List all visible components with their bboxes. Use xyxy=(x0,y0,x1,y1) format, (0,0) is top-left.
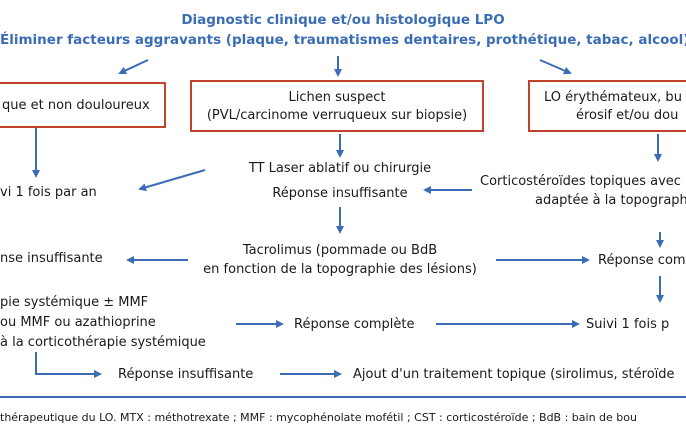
right-complete: Réponse com xyxy=(598,253,686,268)
box-lichen-line1: Lichen suspect xyxy=(288,90,386,105)
bottom-insufficient: Réponse insuffisante xyxy=(118,367,254,382)
box-right-line2: érosif et/ou dou xyxy=(576,108,679,123)
left-systemic-line3: à la corticothérapie systémique xyxy=(0,335,206,350)
figure-caption: thérapeutique du LO. MTX : méthotrexate … xyxy=(0,411,637,424)
right-cst-line1: Corticostéroïdes topiques avec xyxy=(480,174,681,189)
left-systemic-line1: pie systémique ± MMF xyxy=(0,295,149,310)
header-line1: Diagnostic clinique et/ou histologique L… xyxy=(181,12,505,28)
left-followup: vi 1 fois par an xyxy=(0,185,97,200)
diagram-frame xyxy=(0,0,686,398)
box-lichen-suspect: Lichen suspect (PVL/carcinome verruqueux… xyxy=(190,80,484,132)
left-insufficient: nse insuffisante xyxy=(0,251,103,266)
arrow-header-to-right xyxy=(539,59,572,75)
arrow-left-to-bottom-insufficient xyxy=(35,352,102,378)
right-cst-line2: adaptée à la topographi xyxy=(535,193,686,208)
box-right-line1: LO érythémateux, bu xyxy=(544,90,682,105)
header-line2: Éliminer facteurs aggravants (plaque, tr… xyxy=(0,32,686,48)
topical-add: Ajout d'un traitement topique (sirolimus… xyxy=(353,367,675,382)
laser-insufficient: Réponse insuffisante xyxy=(272,186,408,201)
box-left-text: que et non douloureux xyxy=(2,98,150,113)
tacrolimus-line1: Tacrolimus (pommade ou BdB xyxy=(242,243,438,258)
tacrolimus-line2: en fonction de la topographie des lésion… xyxy=(203,262,477,277)
arrow-laser-to-followup xyxy=(138,169,206,192)
box-left: que et non douloureux xyxy=(0,82,166,128)
left-systemic-line2: ou MMF ou azathioprine xyxy=(0,315,156,330)
box-right: LO érythémateux, bu érosif et/ou dou xyxy=(528,80,686,132)
box-lichen-line2: (PVL/carcinome verruqueux sur biopsie) xyxy=(206,108,468,123)
laser-text: TT Laser ablatif ou chirurgie xyxy=(248,161,432,176)
center-complete: Réponse complète xyxy=(294,317,415,332)
arrow-header-to-left xyxy=(118,59,149,75)
right-followup: Suivi 1 fois p xyxy=(586,317,670,332)
